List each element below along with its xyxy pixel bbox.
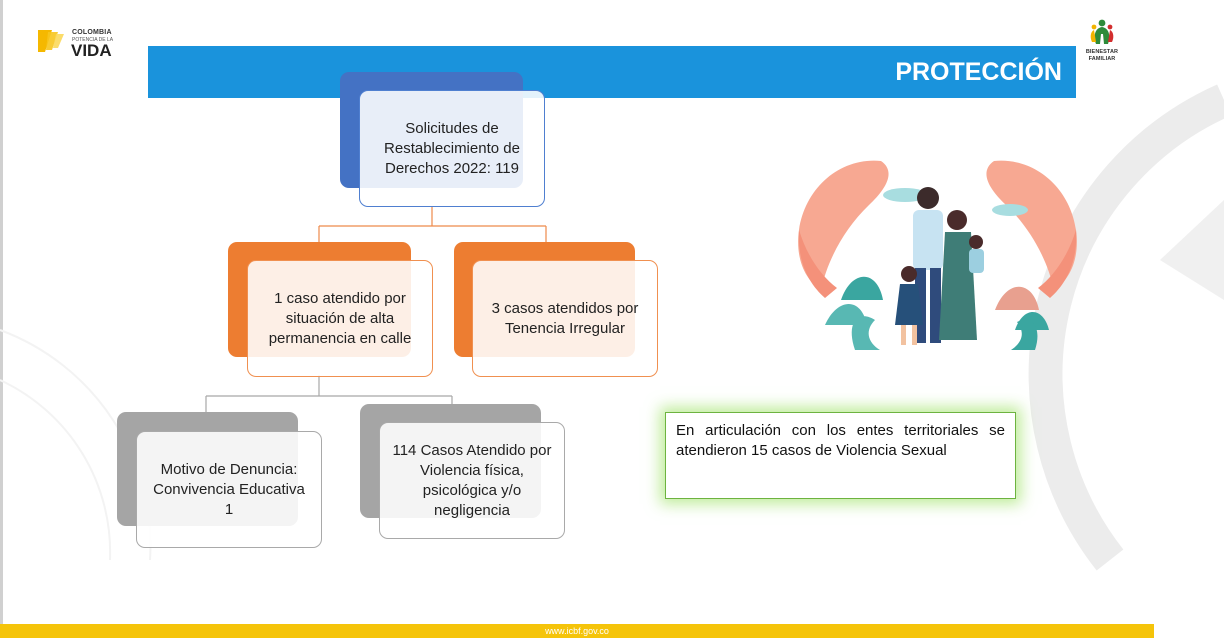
footer-bar (0, 624, 1154, 638)
logo-text-potencia: POTENCIA DE LA (72, 37, 114, 43)
family-protection-illustration (798, 160, 1077, 350)
family-figures-icon (1090, 19, 1114, 44)
node-calle: 1 caso atendido por situación de alta pe… (247, 260, 433, 377)
node-tenencia: 3 casos atendidos por Tenencia Irregular (472, 260, 658, 377)
node-calle-text: 1 caso atendido por situación de alta pe… (268, 289, 412, 347)
note-box: En articulación con los entes territoria… (665, 412, 1016, 499)
note-text: En articulación con los entes territoria… (676, 422, 1005, 459)
logo-text-colombia: COLOMBIA (72, 29, 112, 36)
root-node: Solicitudes de Restablecimiento de Derec… (359, 90, 545, 207)
node-tenencia-text: 3 casos atendidos por Tenencia Irregular (491, 299, 639, 337)
logo-text-bienestar: BIENESTAR (1085, 49, 1119, 55)
logo-text-vida: VIDA (71, 41, 112, 60)
node-convivencia: Motivo de Denuncia: Convivencia Educativ… (136, 431, 322, 548)
footer-url[interactable]: www.icbf.gov.co (545, 626, 609, 636)
icbf-logo: BIENESTAR FAMILIAR (1082, 18, 1122, 78)
node-violencia-text: 114 Casos Atendido por Violencia física,… (392, 441, 552, 519)
node-violencia: 114 Casos Atendido por Violencia física,… (379, 422, 565, 539)
root-node-text: Solicitudes de Restablecimiento de Derec… (384, 119, 520, 177)
node-convivencia-text: Motivo de Denuncia: Convivencia Educativ… (153, 460, 305, 518)
logo-text-familiar: FAMILIAR (1088, 56, 1116, 62)
left-border-line (0, 0, 3, 638)
header-banner: PROTECCIÓN (148, 46, 1076, 98)
page-title: PROTECCIÓN (895, 58, 1062, 86)
colombia-potencia-de-la-vida-logo: COLOMBIA POTENCIA DE LA VIDA (30, 20, 140, 64)
colombia-logo-icon (38, 30, 64, 52)
